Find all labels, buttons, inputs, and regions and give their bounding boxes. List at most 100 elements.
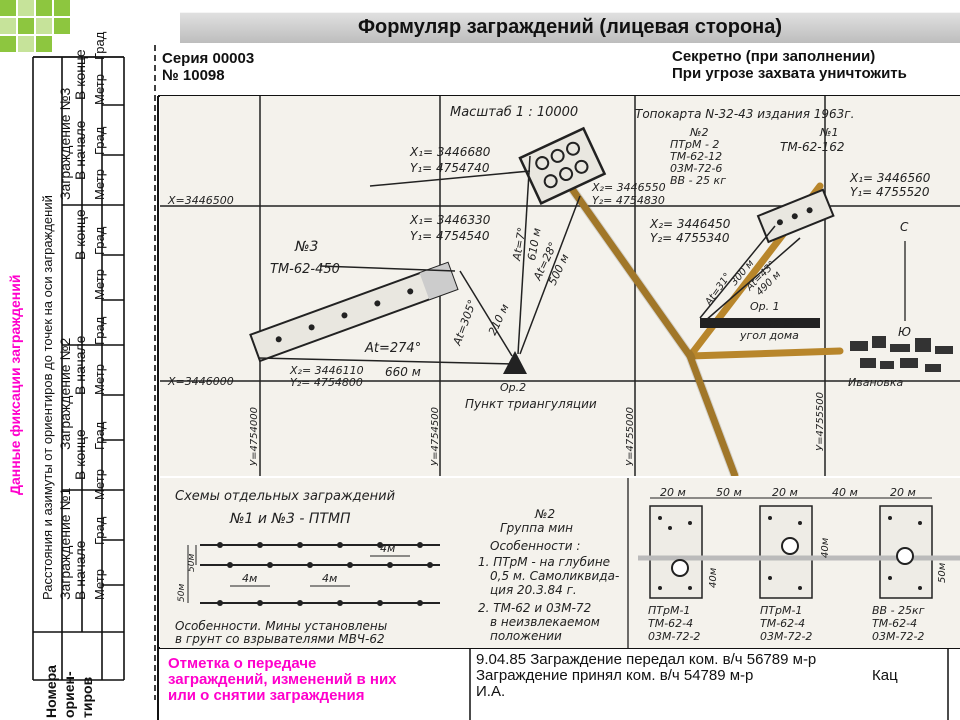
map-at305: Аt=305° [450, 298, 479, 348]
map-at274: Аt=274° [364, 341, 421, 356]
map-x1a: X₁= 3446680 [409, 145, 491, 159]
map-n3: №3 [294, 239, 318, 255]
metr-4: Метр [92, 269, 107, 300]
map-y1c: Y₁= 4755520 [850, 185, 930, 199]
map-x2c: X₂= 3446450 [649, 217, 731, 231]
scheme-50m-a: 50м [187, 554, 197, 572]
map-y2c: Y₂= 4755340 [650, 231, 730, 245]
transfer-mark-line-2: заграждений, изменений в них [168, 671, 397, 688]
map-d610: 610 м [525, 227, 543, 262]
nomera-label: Номера [43, 665, 59, 718]
scheme-p3c: 03М-72-2 [872, 630, 924, 643]
metr-5: Метр [92, 169, 107, 200]
scheme-4m-c: 4м [322, 572, 337, 585]
map-vv25: ВВ - 25 кг [670, 174, 726, 187]
scheme-p3b: ТМ-62-4 [872, 617, 917, 630]
transfer-mark-line-3: или о снятии заграждения [168, 687, 365, 704]
scheme-20m-c: 20 м [890, 486, 916, 499]
transfer-note-initials: И.А. [476, 683, 506, 700]
scheme-50m-top: 50 м [716, 486, 742, 499]
map-north: С [900, 220, 909, 234]
scheme-f1c: ция 20.3.84 г. [490, 583, 577, 597]
scheme-20m-b: 20 м [772, 486, 798, 499]
scheme-p1c: 03М-72-2 [648, 630, 700, 643]
scheme-4m-b: 4м [242, 572, 257, 585]
scheme-f2b: в неизвлекаемом [490, 615, 600, 629]
map-x2a: X₂= 3446550 [591, 181, 666, 194]
end-label-2: В конце [72, 209, 88, 260]
secret-label: Секретно (при заполнении) [672, 48, 876, 65]
map-n2: №2 [689, 126, 708, 139]
metr-3: Метр [92, 364, 107, 395]
grad-2: Град [92, 421, 107, 450]
series-label: Серия 00003 [162, 50, 255, 67]
grad-5: Град [92, 126, 107, 155]
scheme-group: Группа мин [500, 521, 573, 535]
scheme-50m-v: 50м [937, 562, 948, 583]
map-n1: №1 [819, 126, 838, 139]
map-y4755000: У=4755000 [625, 407, 636, 466]
start-label-2: В начале [72, 335, 88, 395]
transfer-mark-line-1: Отметка о передаче [168, 655, 317, 672]
scheme-note2: в грунт со взрывателями МВЧ-62 [175, 632, 385, 646]
map-or1: Ор. 1 [750, 300, 780, 313]
map-corner1: северо-зап. [740, 316, 807, 329]
title-bar [180, 12, 960, 43]
map-ptrm: ПТрМ - 2 [670, 138, 719, 151]
scheme-p2a: ПТрМ-1 [760, 604, 802, 617]
transfer-note-line-1: 9.04.85 Заграждение передал ком. в/ч 567… [476, 651, 817, 668]
end-label-1: В конце [72, 429, 88, 480]
transfer-mark-label: Отметка о передаче заграждений, изменени… [168, 656, 468, 704]
map-scale: Масштаб 1 : 10000 [450, 105, 578, 120]
map-x1b: X₁= 3446330 [409, 213, 491, 227]
scheme-title: Схемы отдельных заграждений [175, 489, 395, 504]
fixation-label: Данные фиксации заграждений [7, 274, 23, 495]
topographic-map: Масштаб 1 : 10000 Топокарта N-32-43 изда… [160, 96, 960, 480]
orien-label: ориен- [61, 671, 77, 718]
map-ivanovka: Ивановка [848, 376, 904, 389]
map-y2a: Y₂= 4754830 [592, 194, 665, 207]
transfer-note-line-2-row: Заграждение принял ком. в/ч 54789 м-р Ка… [476, 668, 916, 684]
transfer-note-line-2: Заграждение принял ком. в/ч 54789 м-р [476, 667, 754, 684]
map-y2b: Y₂= 4754800 [290, 376, 363, 389]
transfer-note: 9.04.85 Заграждение передал ком. в/ч 567… [476, 652, 916, 700]
distances-label: Расстояния и азимуты от ориентиров до то… [40, 195, 55, 600]
map-d660: 660 м [385, 365, 421, 379]
scheme-note1: Особенности. Мины установлены [175, 619, 387, 633]
obstacle-1-label: Заграждение №1 [57, 487, 73, 600]
map-punkt: Пункт триангуляции [465, 397, 597, 411]
start-label-3: В начале [72, 120, 88, 180]
scheme-p1a: ПТрМ-1 [648, 604, 690, 617]
map-x1c: X₁= 3446560 [849, 171, 931, 185]
map-x2b: X₂= 3446110 [289, 364, 364, 377]
page-title: Формуляр заграждений (лицевая сторона) [357, 16, 783, 38]
metr-2: Метр [92, 469, 107, 500]
map-y4754000: У=4754000 [249, 407, 260, 466]
scheme-f1a: 1. ПТрМ - на глубине [478, 555, 610, 569]
scheme-f2a: 2. ТМ-62 и 03М-72 [478, 601, 591, 615]
grad-4: Град [92, 226, 107, 255]
scheme-50m-b: 50м [177, 584, 187, 602]
grad-6: Град [92, 31, 107, 60]
obstacle-2-label: Заграждение №2 [57, 337, 73, 450]
number-label: № 10098 [162, 67, 225, 84]
destroy-label: При угрозе захвата уничтожить [672, 65, 907, 82]
obstacle-schemes: Схемы отдельных заграждений №1 и №3 - ПТ… [160, 478, 960, 648]
map-ozm: 03М-72-6 [670, 162, 722, 175]
map-tm3: ТМ-62-450 [270, 262, 340, 277]
scheme-n2: №2 [534, 507, 555, 521]
scheme-feat: Особенности : [490, 539, 580, 553]
scheme-4m-a: 4м [380, 542, 395, 555]
scheme-f1b: 0,5 м. Самоликвида- [490, 569, 619, 583]
scheme-p2b: ТМ-62-4 [760, 617, 805, 630]
map-or2: Ор.2 [500, 381, 526, 394]
map-at7: Аt=7° [510, 226, 529, 262]
scheme-20m-a: 20 м [660, 486, 686, 499]
map-corner2: угол дома [739, 329, 799, 342]
map-y4755500: У=4755500 [815, 392, 826, 451]
scheme-40m-v1: 40м [708, 567, 719, 588]
metr-1: Метр [92, 569, 107, 600]
map-x3446000: X=3446000 [167, 375, 234, 388]
grad-1: Град [92, 516, 107, 545]
start-label-1: В начале [72, 540, 88, 600]
